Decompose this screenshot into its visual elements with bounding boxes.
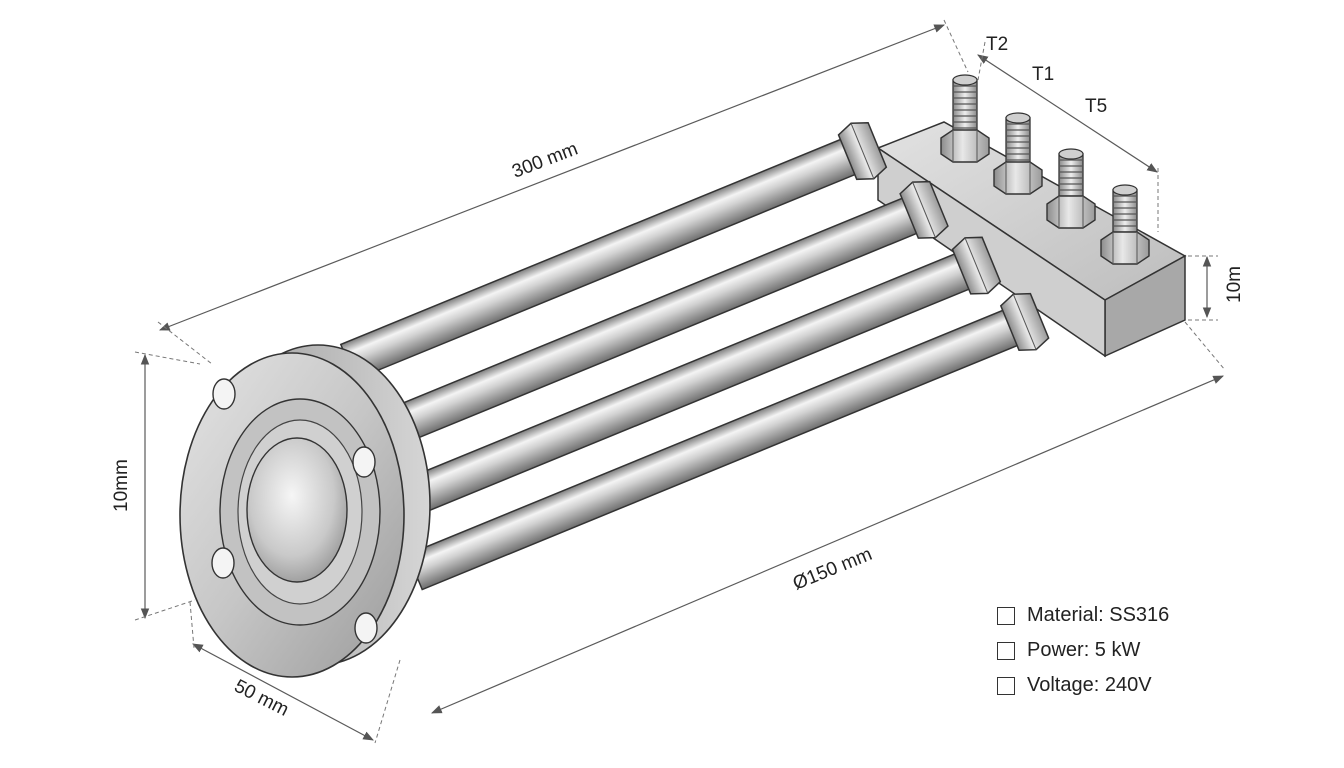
terminal-labels: T2 T1 T5 <box>986 34 1107 117</box>
spec-label: Power: 5 kW <box>1027 639 1141 661</box>
spec-label: Material: SS316 <box>1027 604 1170 626</box>
flange-height-label: 10mm <box>111 459 132 512</box>
spec-label: Voltage: 240V <box>1027 674 1152 696</box>
flange-bolt-holes <box>211 378 378 644</box>
spec-item-material[interactable]: Material: SS316 <box>997 598 1169 633</box>
block-height-label: 10m <box>1224 266 1245 303</box>
checkbox[interactable] <box>997 606 1015 625</box>
terminal-label-t5: T5 <box>1085 96 1107 117</box>
length-label: 300 mm <box>509 138 581 182</box>
diameter-label: Ø150 mm <box>790 544 875 595</box>
flange-depth-label: 50 mm <box>231 676 292 721</box>
spec-item-voltage[interactable]: Voltage: 240V <box>997 668 1169 703</box>
flange <box>179 344 431 678</box>
terminal-label-t2: T2 <box>986 34 1008 55</box>
spec-item-power[interactable]: Power: 5 kW <box>997 633 1169 668</box>
checkbox[interactable] <box>997 641 1015 660</box>
terminal-stud-4 <box>1100 184 1150 265</box>
dimension-lines <box>134 19 1226 744</box>
terminal-label-t1: T1 <box>1032 64 1054 85</box>
spec-list: Material: SS316 Power: 5 kW Voltage: 240… <box>997 598 1169 703</box>
checkbox[interactable] <box>997 676 1015 695</box>
terminal-stud-1 <box>940 74 990 163</box>
